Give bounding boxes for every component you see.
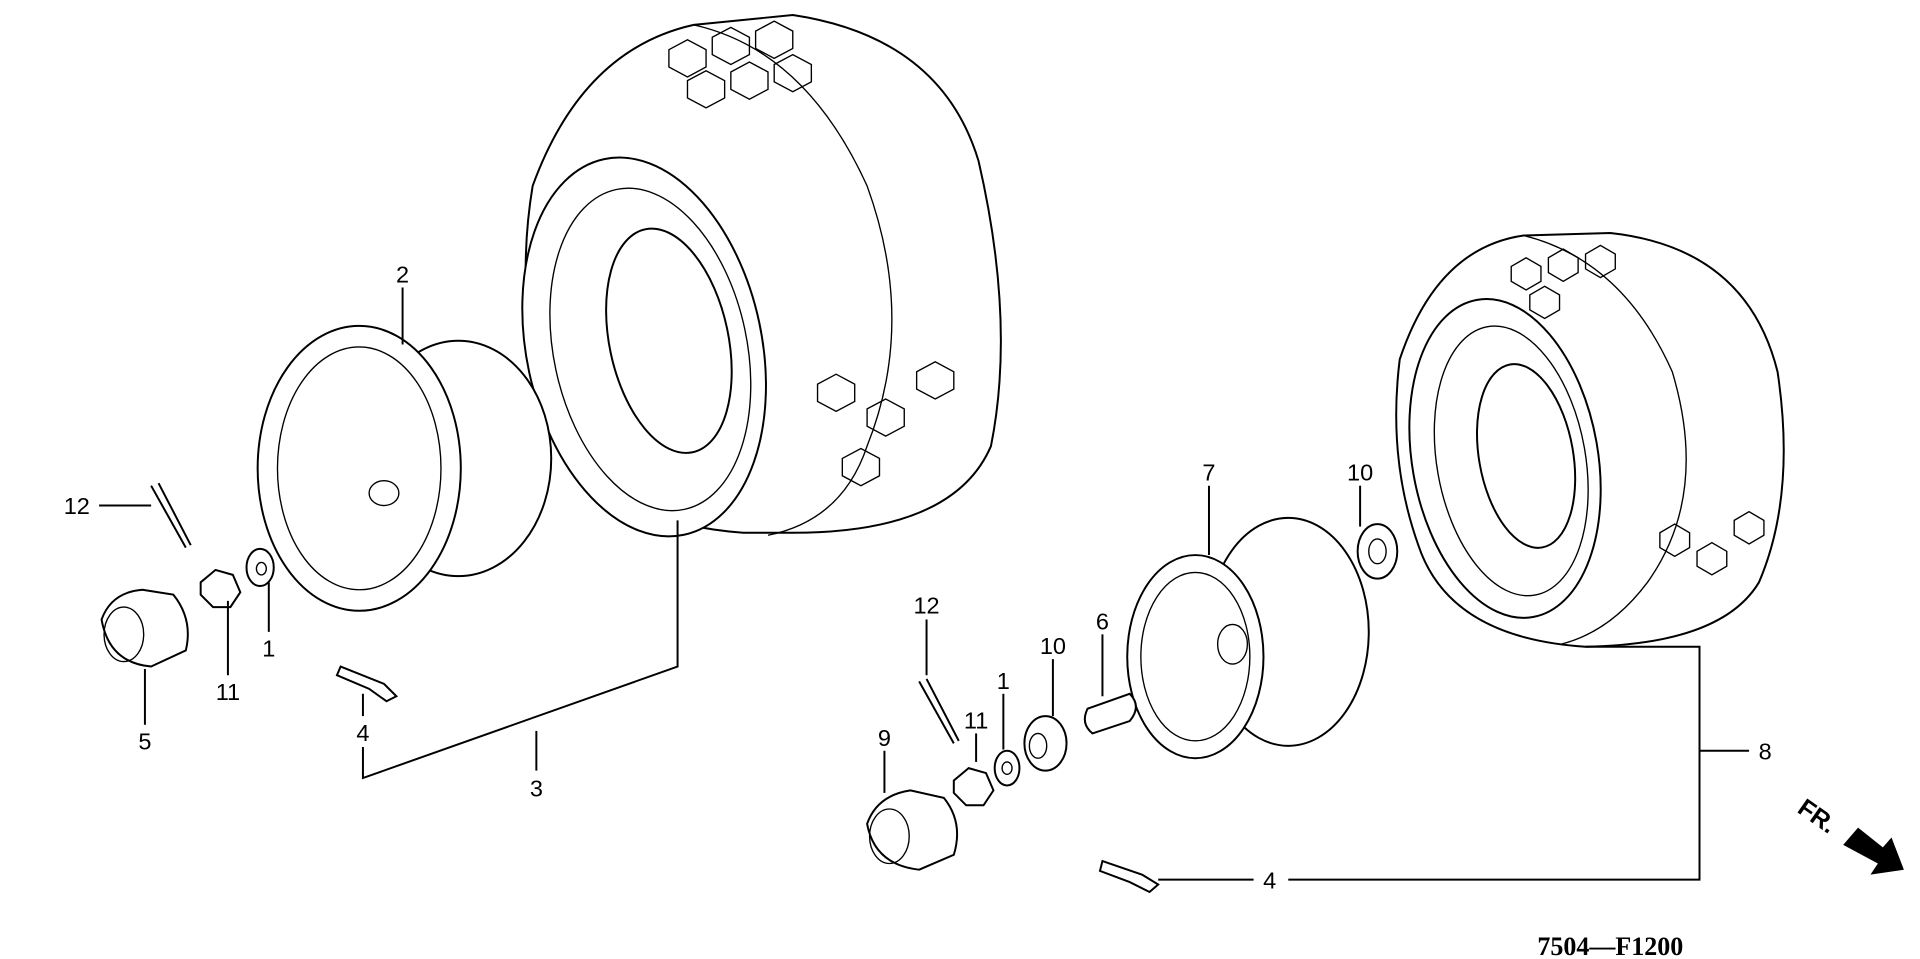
- callout-1: 1: [997, 668, 1010, 694]
- left-rim: [256, 324, 553, 612]
- callout-4: 4: [356, 720, 369, 746]
- right-cotter-pin: [918, 678, 960, 744]
- callout-3: 3: [530, 776, 543, 802]
- right-valve-stem: [1098, 859, 1160, 894]
- right-collar: [1083, 692, 1137, 735]
- left-nut: [199, 568, 242, 609]
- left-callouts: 2 12 1 11 5 4 3: [64, 262, 543, 802]
- right-hub-cap: [866, 789, 959, 871]
- right-rim: [1126, 516, 1370, 760]
- callout-10: 10: [1040, 633, 1066, 659]
- right-leaders: [883, 485, 1750, 881]
- callout-6: 6: [1096, 608, 1109, 634]
- callout-2: 2: [396, 262, 409, 288]
- right-bearing-outer: [1356, 523, 1399, 580]
- figure-code: 7504—F1200: [1537, 932, 1683, 959]
- front-label: FR.: [1793, 794, 1841, 839]
- right-bearing-inner: [1023, 715, 1068, 772]
- callout-1: 1: [262, 636, 275, 662]
- callout-7: 7: [1202, 460, 1215, 486]
- right-tire: [1395, 232, 1785, 648]
- callout-8: 8: [1759, 738, 1772, 764]
- left-valve-stem: [335, 665, 399, 703]
- left-hub-cap: [100, 588, 189, 668]
- right-washer: [993, 749, 1021, 787]
- callout-4: 4: [1263, 867, 1276, 893]
- left-tire: [521, 13, 1002, 538]
- right-callouts: 12 11 1 10 6 7 10 9 8 4: [878, 460, 1772, 894]
- callout-10: 10: [1347, 460, 1373, 486]
- callout-11: 11: [964, 707, 988, 733]
- callout-11: 11: [216, 679, 240, 705]
- front-arrow-icon: [1843, 827, 1904, 875]
- callout-12: 12: [64, 493, 90, 519]
- right-nut: [952, 767, 995, 807]
- callout-12: 12: [913, 592, 939, 618]
- left-washer: [245, 547, 275, 588]
- callout-5: 5: [138, 729, 151, 755]
- callout-9: 9: [878, 725, 891, 751]
- left-leaders: [99, 287, 679, 780]
- left-cotter-pin: [150, 482, 192, 549]
- front-direction-indicator: FR.: [1793, 794, 1904, 875]
